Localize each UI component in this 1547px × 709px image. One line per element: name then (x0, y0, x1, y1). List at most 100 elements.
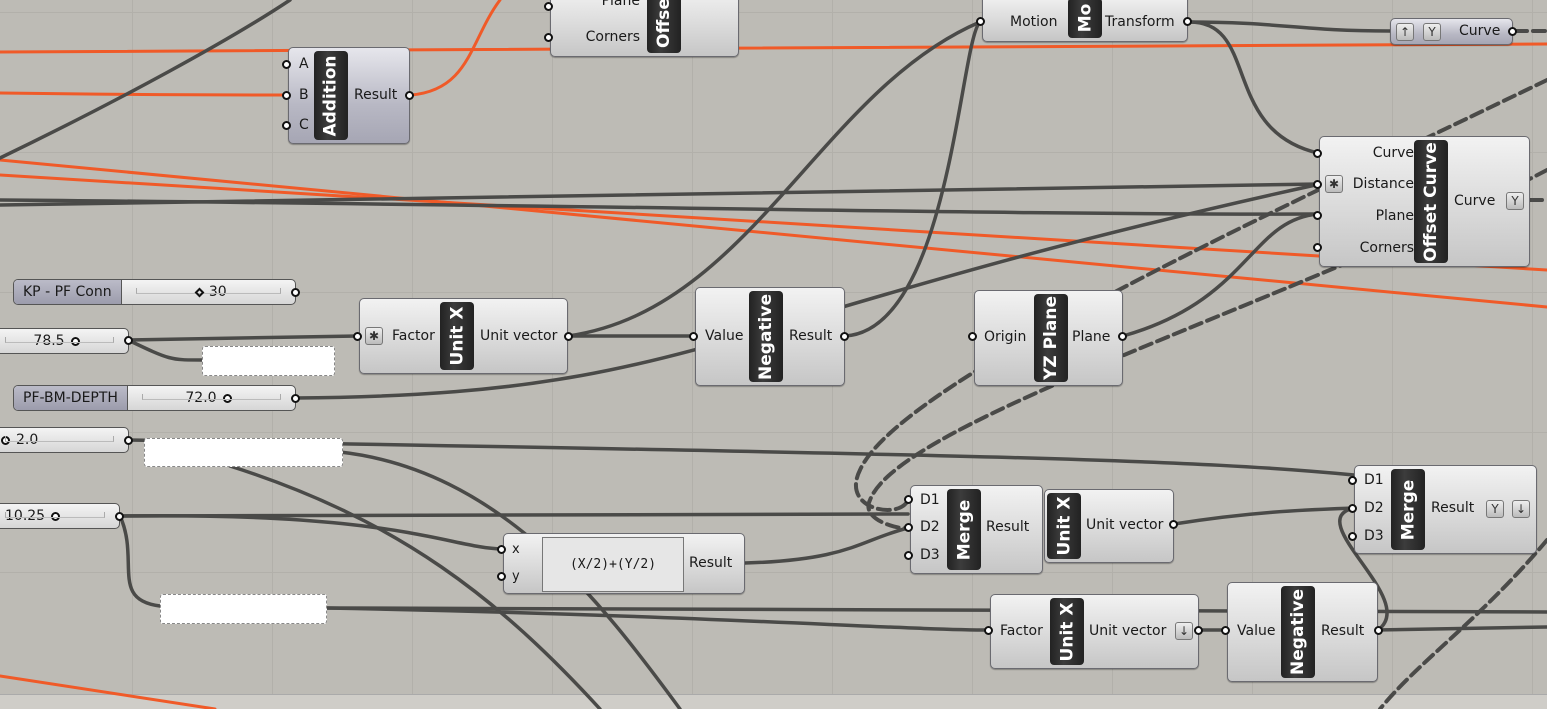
flip-up-icon[interactable]: ↑ (1396, 23, 1414, 41)
component-title: Offset Curve (1414, 140, 1448, 263)
output-grip[interactable] (564, 332, 573, 341)
output-result: Result (689, 555, 733, 571)
input-grip[interactable] (1313, 149, 1322, 158)
param-label: Curve (1459, 23, 1501, 39)
slider-handle[interactable] (70, 336, 80, 346)
input-a: A (299, 56, 309, 72)
input-grip[interactable] (1313, 180, 1322, 189)
slider-2-0[interactable]: 2.0 (0, 427, 129, 453)
input-d1: D1 (920, 492, 940, 508)
input-grip[interactable] (984, 626, 993, 635)
empty-panel[interactable] (144, 438, 343, 467)
graft-icon[interactable]: Y (1486, 500, 1504, 518)
slider-78-5[interactable]: 78.5 (0, 328, 129, 354)
input-grip[interactable] (904, 495, 913, 504)
negative-component[interactable]: Value Negative Result (1227, 582, 1378, 682)
input-grip[interactable] (497, 545, 506, 554)
input-grip[interactable] (544, 2, 553, 11)
reparameterize-icon[interactable]: ✱ (365, 327, 383, 345)
output-grip[interactable] (840, 332, 849, 341)
graft-icon[interactable]: Y (1423, 23, 1441, 41)
component-title: Addition (314, 51, 348, 140)
input-grip[interactable] (689, 332, 698, 341)
offset-curve-component[interactable]: Curve ✱ Distance Plane Corners Offset Cu… (1319, 136, 1530, 267)
input-grip[interactable] (1313, 211, 1322, 220)
input-grip[interactable] (976, 17, 985, 26)
flatten-down-icon[interactable]: ↓ (1175, 622, 1193, 640)
output-grip[interactable] (405, 91, 414, 100)
component-title: Unit X (1047, 493, 1081, 559)
slider-value: 72.0 (185, 390, 217, 406)
wire (126, 334, 360, 342)
output-result: Result (1431, 500, 1475, 516)
component-title: Unit X (440, 302, 474, 370)
input-grip[interactable] (1348, 532, 1357, 541)
output-transform: Transform (1105, 14, 1175, 30)
unit-x-component[interactable]: ✱ Factor Unit X Unit vector (359, 298, 568, 374)
slider-kp-pf-conn[interactable]: KP - PF Conn 30 (13, 279, 296, 305)
expression-component[interactable]: x y (X/2)+(Y/2) Result (503, 533, 745, 594)
output-grip[interactable] (1194, 626, 1203, 635)
slider-handle[interactable] (194, 287, 205, 297)
wire (1186, 20, 1320, 155)
wire (1338, 506, 1389, 632)
input-grip[interactable] (1313, 243, 1322, 252)
empty-panel[interactable] (160, 594, 327, 624)
output-grip[interactable] (124, 336, 133, 345)
empty-panel[interactable] (202, 346, 335, 376)
output-grip[interactable] (291, 394, 300, 403)
slider-name: PF-BM-DEPTH (14, 386, 128, 410)
output-grip[interactable] (1183, 17, 1192, 26)
slider-handle[interactable] (51, 511, 61, 521)
input-origin: Origin (984, 329, 1027, 345)
input-grip[interactable] (497, 572, 506, 581)
slider-10-25[interactable]: 10.25 (0, 503, 120, 529)
output-grip[interactable] (1374, 626, 1383, 635)
input-grip[interactable] (282, 121, 291, 130)
component-title: Unit X (1050, 598, 1084, 665)
move-component[interactable]: Motion Mo Transform (982, 0, 1188, 42)
input-grip[interactable] (1348, 504, 1357, 513)
merge-component[interactable]: D1 D2 D3 Merge Result Y ↓ (1354, 465, 1537, 554)
slider-pf-bm-depth[interactable]: PF-BM-DEPTH 72.0 (13, 385, 296, 411)
input-value: Value (705, 328, 744, 344)
wire (1172, 506, 1356, 526)
curve-parameter[interactable]: ↑ Y Curve (1390, 18, 1513, 45)
output-grip[interactable] (1169, 520, 1178, 529)
output-grip[interactable] (1118, 332, 1127, 341)
offset-component[interactable]: Plane Corners Offse (550, 0, 739, 57)
input-grip[interactable] (282, 60, 291, 69)
output-grip[interactable] (1508, 27, 1517, 36)
input-grip[interactable] (353, 332, 362, 341)
output-grip[interactable] (124, 436, 133, 445)
flatten-down-icon[interactable]: ↓ (1512, 500, 1530, 518)
yz-plane-component[interactable]: Origin YZ Plane Plane (974, 290, 1123, 386)
input-grip[interactable] (1221, 626, 1230, 635)
unit-x-component[interactable]: Factor Unit X Unit vector ↓ (990, 594, 1199, 669)
slider-handle[interactable] (222, 393, 232, 403)
wire (324, 606, 992, 632)
unit-x-component[interactable]: Unit X Unit vector (1044, 489, 1174, 563)
input-grip[interactable] (904, 551, 913, 560)
input-d3: D3 (1364, 528, 1384, 544)
output-result: Result (354, 87, 398, 103)
input-grip[interactable] (282, 91, 291, 100)
input-grip[interactable] (1348, 476, 1357, 485)
negative-component[interactable]: Value Negative Result (695, 287, 845, 386)
merge-component[interactable]: D1 D2 D3 Merge Result (910, 485, 1043, 574)
slider-name: KP - PF Conn (14, 280, 122, 304)
addition-component[interactable]: A B C Addition Result (288, 47, 410, 144)
input-grip[interactable] (904, 523, 913, 532)
output-grip[interactable] (291, 288, 300, 297)
graft-icon[interactable]: Y (1506, 192, 1524, 210)
reparameterize-icon[interactable]: ✱ (1325, 175, 1343, 193)
slider-handle[interactable] (1, 435, 10, 445)
input-grip[interactable] (544, 33, 553, 42)
expression-box[interactable]: (X/2)+(Y/2) (542, 537, 684, 592)
wire (228, 464, 602, 709)
output-grip[interactable] (115, 512, 124, 521)
slider-value: 10.25 (5, 508, 46, 524)
wire (1186, 20, 1392, 33)
component-title: Merge (947, 489, 981, 570)
input-grip[interactable] (968, 332, 977, 341)
